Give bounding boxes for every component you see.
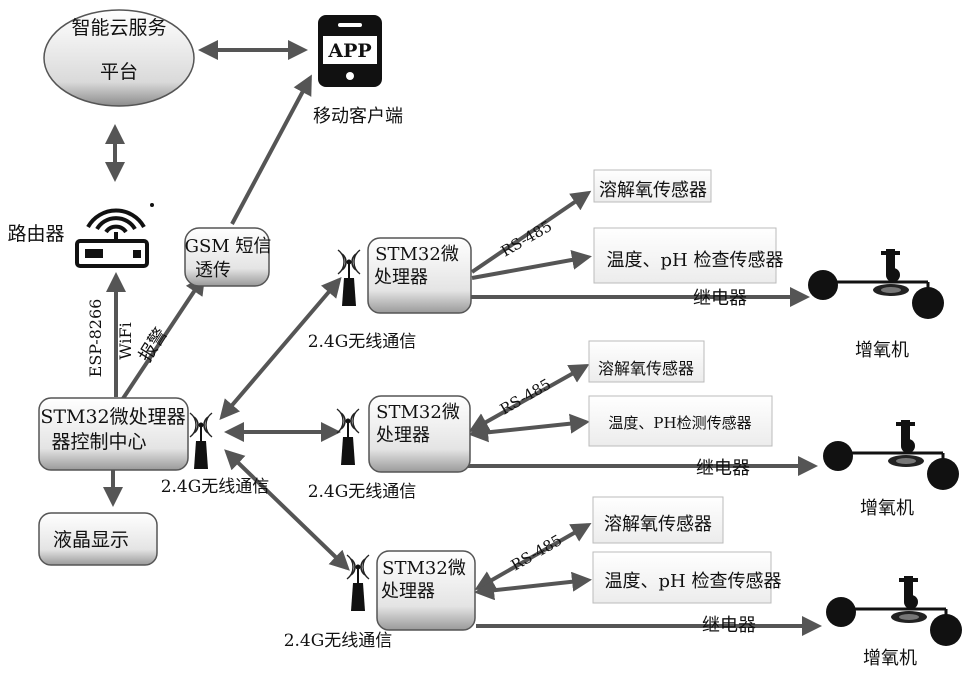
unit2-relay-label: 继电器	[696, 458, 750, 479]
router-label: 路由器	[7, 223, 64, 245]
unit2-rs485-label: RS-485	[497, 375, 554, 419]
arrow-center-unit1	[219, 276, 342, 421]
center-label-line1: STM32微处理器	[40, 406, 185, 428]
center-antenna-icon	[189, 412, 213, 470]
arrow-center-unit3	[224, 449, 350, 571]
app-icon-text: APP	[327, 40, 371, 62]
gsm-module: GSM 短信 透传	[184, 227, 272, 287]
arrow-u2-sensor2	[468, 413, 590, 443]
unit3-mcu-line1: STM32微	[382, 558, 466, 579]
unit1-wireless-label: 2.4G无线通信	[308, 332, 417, 352]
unit3-aerator-icon	[824, 574, 964, 648]
unit3-sensor2-label: 温度、pH 检查传感器	[605, 571, 782, 592]
cloud-label-line1: 智能云服务	[71, 17, 166, 39]
unit1-relay-label: 继电器	[693, 288, 747, 309]
lcd-label: 液晶显示	[53, 529, 129, 551]
unit2-aerator-label: 增氧机	[860, 498, 914, 519]
gsm-label-line1: GSM 短信	[185, 236, 272, 257]
router: 路由器	[7, 203, 154, 268]
unit1-rs485-label: RS-485	[498, 217, 555, 261]
control-center: STM32微处理器 器控制中心	[38, 397, 189, 471]
center-label-line2: 器控制中心	[51, 431, 146, 453]
unit3-antenna-icon	[346, 554, 370, 612]
cloud-label-line2: 平台	[100, 61, 138, 83]
unit-3: 2.4G无线通信 STM32微 处理器 RS-485 溶解氧传感器 温度、pH …	[284, 496, 964, 669]
unit2-mcu-line2: 处理器	[376, 425, 430, 446]
unit1-sensor2-label: 温度、pH 检查传感器	[607, 250, 784, 271]
unit-2: 2.4G无线通信 STM32微 处理器 RS-485 溶解氧传感器 温度、PH检…	[308, 340, 961, 519]
unit3-wireless-label: 2.4G无线通信	[284, 631, 393, 651]
unit3-relay-label: 继电器	[702, 615, 756, 636]
gsm-label-line2: 透传	[195, 260, 231, 281]
unit1-aerator-icon	[806, 247, 946, 321]
unit1-antenna-icon	[337, 249, 361, 307]
arrow-gsm-app	[230, 74, 312, 225]
unit3-mcu-line2: 处理器	[381, 581, 435, 602]
arrow-u3-sensor2	[474, 571, 592, 601]
unit1-mcu-line2: 处理器	[374, 267, 428, 288]
cloud-platform: 智能云服务 平台	[43, 9, 195, 107]
arrows	[103, 40, 822, 636]
arrow-center-gsm	[120, 274, 206, 402]
unit1-aerator-label: 增氧机	[855, 340, 909, 361]
arrow-u1-sensor2	[471, 250, 592, 280]
unit2-sensor2-label: 温度、PH检测传感器	[608, 414, 751, 432]
unit2-wireless-label: 2.4G无线通信	[308, 482, 417, 502]
unit3-aerator-label: 增氧机	[863, 648, 917, 669]
unit-1: 2.4G无线通信 STM32微 处理器 RS-485 溶解氧传感器 温度、pH …	[308, 169, 946, 361]
arrow-u1-sensor1	[470, 190, 592, 274]
unit3-sensor1-label: 溶解氧传感器	[604, 514, 712, 535]
unit2-antenna-icon	[336, 408, 360, 466]
esp-label: ESP-8266	[86, 299, 105, 378]
mobile-client: APP 移动客户端	[313, 15, 403, 127]
unit1-sensor1-label: 溶解氧传感器	[599, 180, 707, 201]
center-wireless-label: 2.4G无线通信	[161, 477, 270, 497]
app-label: 移动客户端	[313, 106, 403, 127]
lcd-display: 液晶显示	[38, 512, 158, 566]
unit1-mcu-line1: STM32微	[375, 244, 459, 265]
wifi-label: WiFi	[116, 322, 135, 360]
unit2-mcu-line1: STM32微	[376, 402, 460, 423]
unit2-aerator-icon	[821, 418, 961, 492]
unit3-rs485-label: RS-485	[508, 531, 565, 575]
unit2-sensor1-label: 溶解氧传感器	[598, 359, 694, 378]
router-icon	[75, 203, 154, 268]
